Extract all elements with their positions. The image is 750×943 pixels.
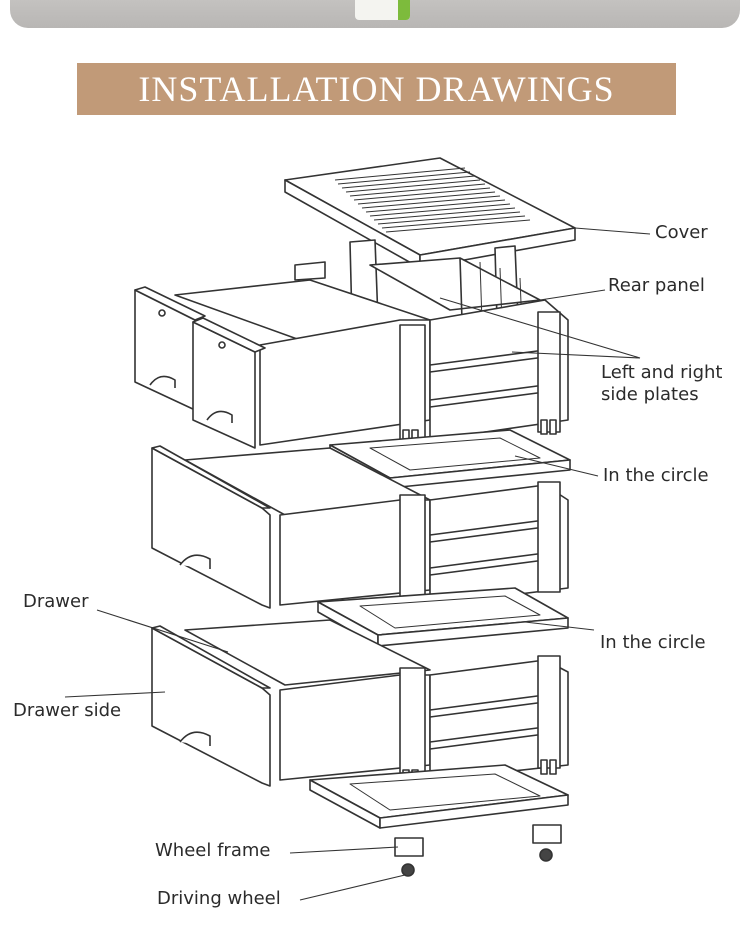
tier-2 <box>151 445 569 611</box>
label-cover: Cover <box>655 222 708 243</box>
driving-wheel-part <box>401 848 553 877</box>
circle-frame-2 <box>317 587 569 647</box>
tier-3 <box>151 619 569 787</box>
label-rear-panel: Rear panel <box>608 275 705 296</box>
tier-1 <box>134 261 569 451</box>
wheel-frame-part <box>309 764 569 857</box>
page-title: INSTALLATION DRAWINGS <box>138 69 615 109</box>
label-in-the-circle-2: In the circle <box>600 632 706 653</box>
label-wheel-frame: Wheel frame <box>155 840 271 861</box>
product-photo-edge <box>10 0 740 28</box>
cover-part <box>284 157 576 269</box>
label-side-plates: Left and right side plates <box>601 362 723 405</box>
label-drawer: Drawer <box>23 591 89 612</box>
label-drawer-side: Drawer side <box>13 700 122 721</box>
leader-lines <box>64 227 651 901</box>
label-in-the-circle-1: In the circle <box>603 465 709 486</box>
section-banner: INSTALLATION DRAWINGS <box>77 63 676 115</box>
product-tag <box>355 0 410 20</box>
label-driving-wheel: Driving wheel <box>157 888 281 909</box>
